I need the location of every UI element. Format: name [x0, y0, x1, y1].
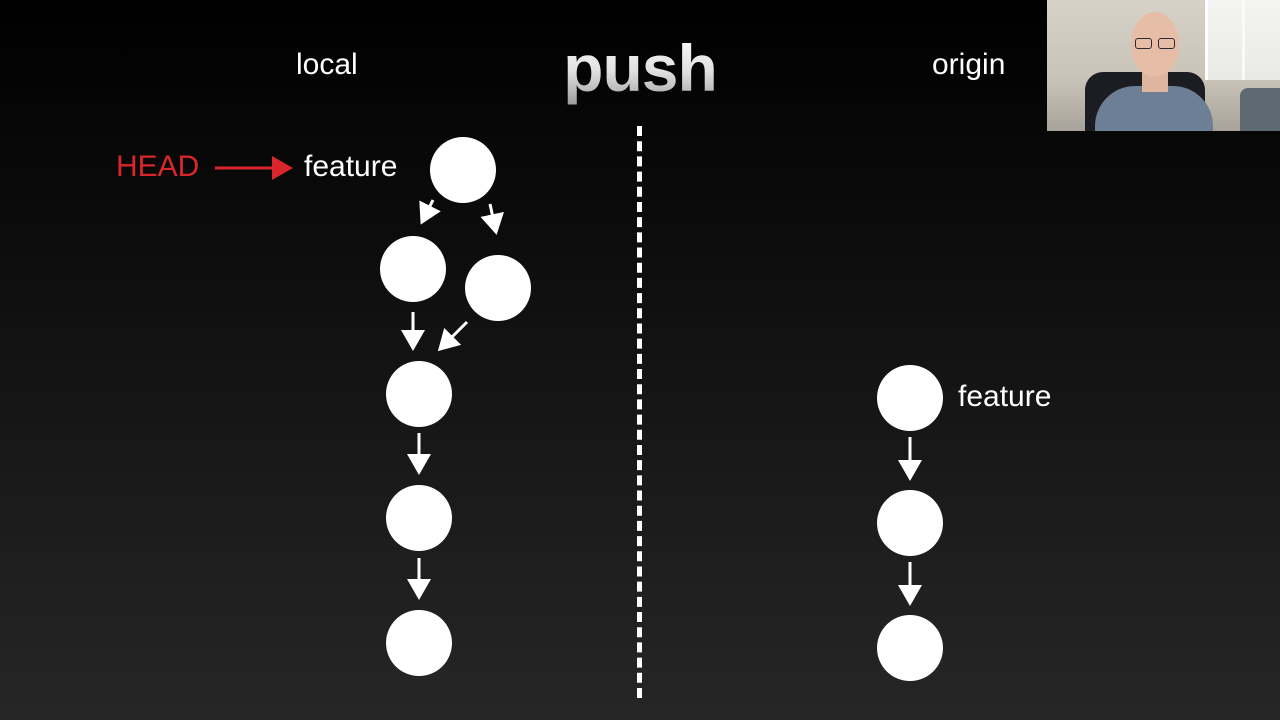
local-commit-node: [380, 236, 446, 302]
local-feature-branch-label: feature: [304, 150, 398, 183]
local-commit-node: [430, 137, 496, 203]
origin-commit-node: [877, 365, 943, 431]
presenter-head: [1131, 12, 1179, 76]
head-label: HEAD: [116, 150, 200, 183]
presenter-glasses: [1135, 38, 1175, 49]
local-heading: local: [296, 48, 358, 81]
local-commit-node: [386, 361, 452, 427]
origin-commit-node: [877, 615, 943, 681]
local-commit-node: [386, 485, 452, 551]
origin-feature-branch-label: feature: [958, 380, 1052, 413]
webcam-background-sofa: [1240, 88, 1280, 131]
local-commit-node: [386, 610, 452, 676]
presenter-webcam: [1047, 0, 1280, 131]
repo-divider: [637, 126, 642, 698]
local-commit-node: [465, 255, 531, 321]
local-edge-arrow: [419, 199, 441, 225]
origin-commit-node: [877, 490, 943, 556]
local-edge-arrow: [480, 203, 504, 235]
webcam-background-window: [1205, 0, 1280, 80]
presenter-body: [1095, 86, 1213, 131]
local-edge-arrow: [437, 320, 469, 352]
origin-heading: origin: [932, 48, 1006, 81]
slide-title: push: [540, 30, 740, 106]
